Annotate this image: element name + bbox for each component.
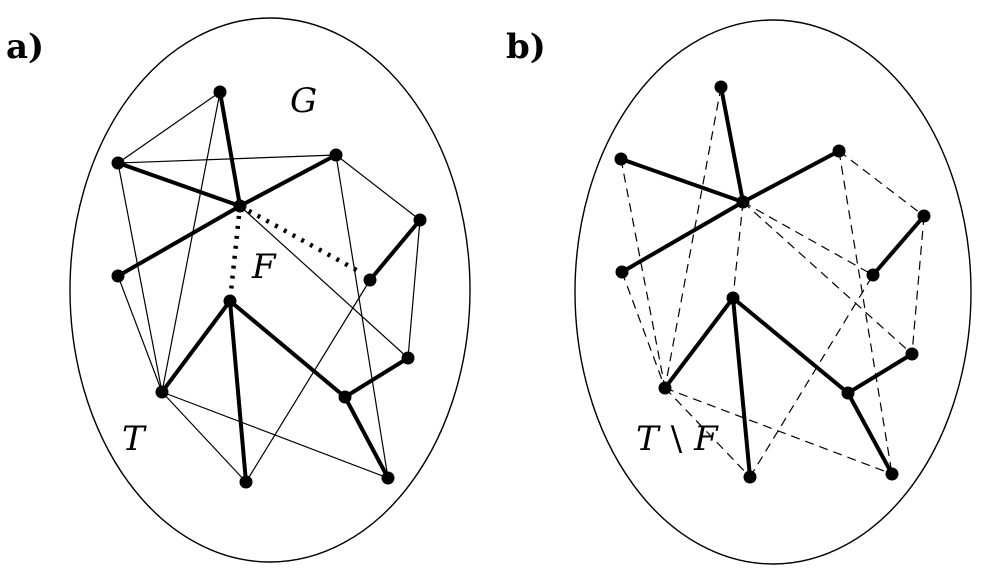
tree-label-a: T bbox=[122, 419, 147, 459]
tree-edge bbox=[116, 204, 242, 278]
vertex bbox=[223, 294, 237, 308]
vertices-a bbox=[111, 85, 427, 489]
graph-edge bbox=[239, 205, 409, 359]
cut-edges-a bbox=[227, 204, 362, 302]
graph-edge bbox=[117, 154, 337, 164]
tree-edge bbox=[663, 296, 735, 390]
vertex bbox=[743, 470, 757, 484]
graph-boundary-b bbox=[574, 19, 972, 565]
cut-edge bbox=[227, 205, 243, 302]
vertex bbox=[381, 471, 395, 485]
vertex bbox=[917, 209, 931, 223]
non-tree-edge bbox=[838, 150, 893, 475]
tree-edge bbox=[846, 391, 894, 476]
tree-edge bbox=[741, 149, 841, 204]
vertex bbox=[338, 390, 352, 404]
tree-edge bbox=[368, 218, 422, 282]
vertex bbox=[155, 385, 169, 399]
vertex bbox=[841, 386, 855, 400]
graph-boundary-a bbox=[69, 17, 471, 563]
dashed-edges-b bbox=[620, 86, 925, 478]
tree-edges-a bbox=[116, 90, 422, 484]
tree-edge bbox=[238, 153, 338, 208]
vertex bbox=[714, 80, 728, 94]
non-tree-edge bbox=[621, 271, 666, 389]
vertex bbox=[413, 213, 427, 227]
vertex bbox=[885, 467, 899, 481]
non-tree-edge bbox=[664, 387, 893, 475]
vertex bbox=[658, 381, 672, 395]
non-tree-edge bbox=[664, 387, 751, 478]
non-tree-edge bbox=[742, 201, 874, 276]
vertex bbox=[233, 199, 247, 213]
forest-label-setminus: \ bbox=[671, 419, 683, 459]
tree-edge bbox=[719, 85, 745, 204]
graph-label-a: G bbox=[290, 81, 317, 121]
vertex bbox=[614, 152, 628, 166]
panel-a: a) bbox=[6, 17, 471, 563]
tree-edge bbox=[619, 157, 745, 204]
vertex bbox=[726, 291, 740, 305]
graph-edge bbox=[245, 279, 371, 483]
vertex bbox=[111, 269, 125, 283]
forest-edges-b bbox=[619, 85, 926, 479]
non-tree-edge bbox=[838, 150, 925, 217]
tree-edge bbox=[731, 296, 850, 395]
tree-edge bbox=[343, 356, 410, 399]
tree-edge bbox=[846, 352, 914, 395]
tree-edge bbox=[871, 214, 926, 277]
graph-edge bbox=[407, 219, 421, 359]
vertex bbox=[905, 347, 919, 361]
graph-edge bbox=[117, 91, 221, 164]
tree-edge bbox=[228, 299, 248, 484]
vertex bbox=[213, 85, 227, 99]
tree-edge bbox=[116, 161, 242, 208]
forest-label-f: F bbox=[693, 419, 719, 459]
vertex bbox=[111, 156, 125, 170]
vertices-b bbox=[614, 80, 931, 484]
vertex bbox=[363, 273, 377, 287]
vertex bbox=[401, 351, 415, 365]
vertex bbox=[866, 268, 880, 282]
vertex bbox=[615, 265, 629, 279]
non-tree-edge bbox=[911, 215, 925, 355]
graph-edge bbox=[335, 154, 421, 221]
non-tree-edge bbox=[620, 158, 666, 389]
cut-label-a: F bbox=[251, 247, 277, 287]
tree-edge bbox=[218, 90, 242, 208]
non-tree-edge bbox=[664, 86, 722, 389]
vertex bbox=[329, 148, 343, 162]
graph-edge bbox=[117, 275, 163, 393]
tree-edge bbox=[228, 299, 347, 399]
forest-label-b: T\F bbox=[636, 419, 719, 459]
vertex bbox=[239, 475, 253, 489]
non-tree-edge bbox=[749, 274, 874, 478]
tree-edge bbox=[343, 395, 390, 480]
graph-edge bbox=[161, 91, 221, 393]
forest-label-t: T bbox=[636, 419, 661, 459]
tree-edge bbox=[731, 296, 752, 479]
graph-edges-a bbox=[117, 91, 421, 483]
panel-b-label: b) bbox=[506, 27, 546, 67]
tree-edge bbox=[620, 200, 745, 274]
vertex bbox=[832, 144, 846, 158]
cut-edge bbox=[238, 204, 362, 274]
tree-edge bbox=[160, 299, 232, 394]
graph-edge bbox=[161, 391, 247, 483]
graph-edge bbox=[117, 162, 163, 393]
vertex bbox=[736, 195, 750, 209]
non-tree-edge bbox=[732, 201, 744, 299]
panel-b: b) bbox=[506, 19, 972, 565]
panel-a-label: a) bbox=[6, 27, 44, 67]
non-tree-edge bbox=[742, 201, 913, 355]
